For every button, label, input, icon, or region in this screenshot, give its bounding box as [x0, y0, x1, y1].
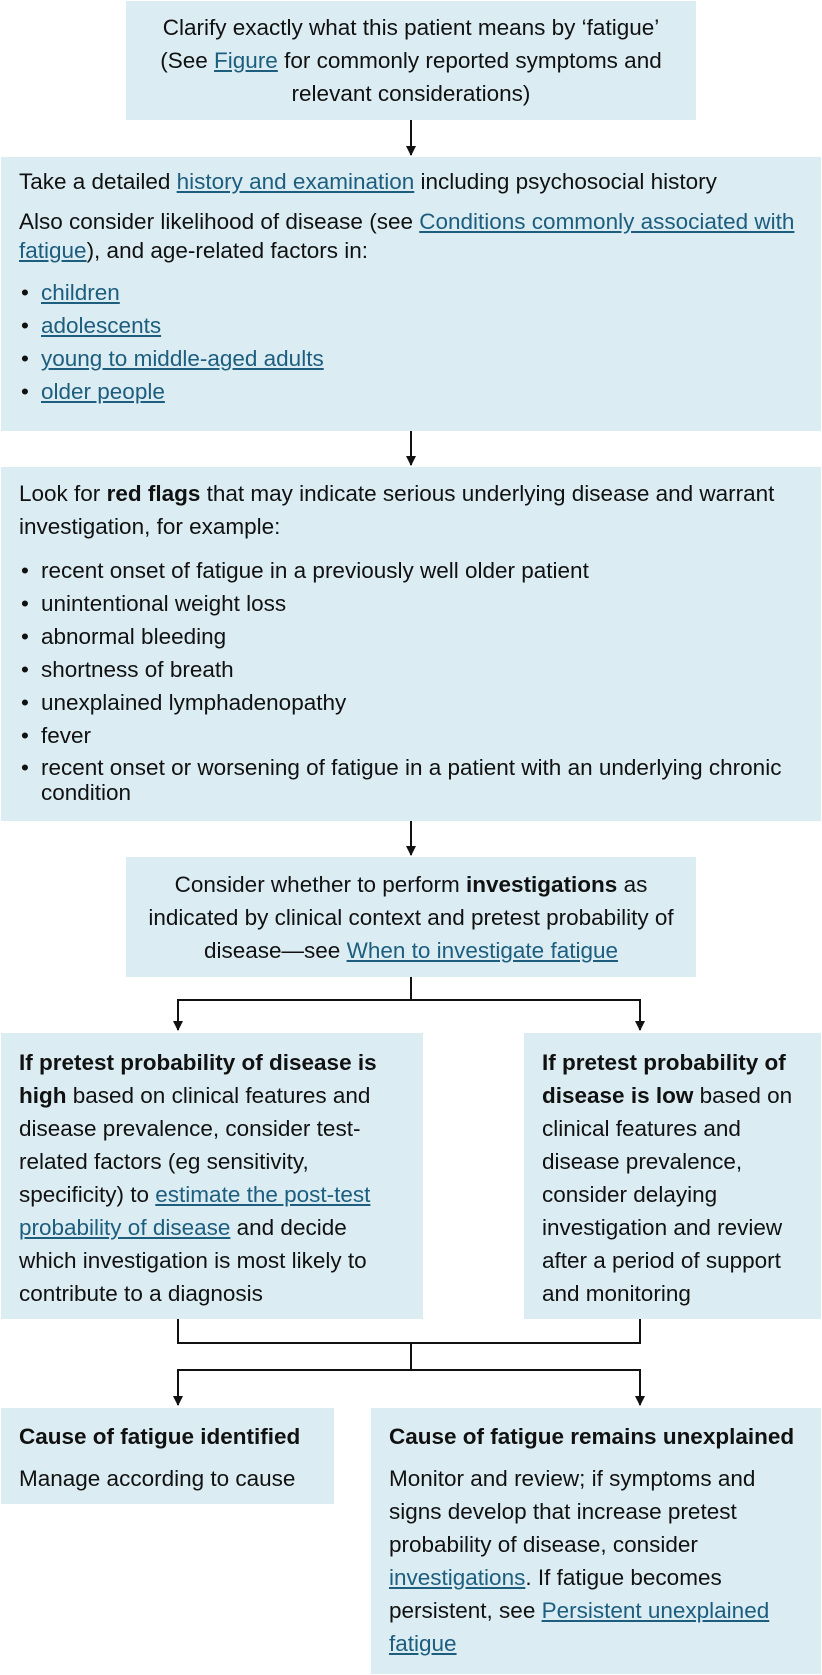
high-probability-post: and decide which investigation is most l… — [19, 1215, 367, 1306]
adults-link[interactable]: young to middle-aged adults — [41, 346, 324, 371]
red-flags-pre: Look for — [19, 481, 107, 506]
cause-unexplained-mid: . If fatigue becomes persistent, see — [389, 1565, 722, 1623]
age-group-list: children adolescents young to middle-age… — [19, 276, 803, 408]
history-paragraph: Take a detailed history and examination … — [19, 165, 803, 198]
when-to-investigate-link[interactable]: When to investigate fatigue — [346, 938, 618, 963]
low-probability-text: If pretest probability of disease is low… — [542, 1046, 805, 1310]
red-flag-list: recent onset of fatigue in a previously … — [19, 554, 803, 805]
investigations-bold: investigations — [466, 872, 618, 897]
cause-identified-title: Cause of fatigue identified — [19, 1420, 316, 1453]
low-probability-box: If pretest probability of disease is low… — [524, 1033, 821, 1319]
investigations-link[interactable]: investigations — [389, 1565, 526, 1590]
conditions-link[interactable]: Conditions commonly associated with fati… — [19, 209, 795, 263]
cause-unexplained-title-text: Cause of fatigue remains unexplained — [389, 1424, 795, 1449]
high-probability-text: If pretest probability of disease is hig… — [19, 1046, 405, 1310]
list-item: recent onset or worsening of fatigue in … — [19, 755, 803, 805]
list-item: shortness of breath — [19, 653, 803, 686]
cause-identified-box: Cause of fatigue identified Manage accor… — [1, 1408, 334, 1504]
likelihood-post: ), and age-related factors in: — [86, 238, 368, 263]
outcome-connector-left — [173, 1343, 412, 1406]
list-item: unintentional weight loss — [19, 587, 803, 620]
merge-connector — [177, 1319, 641, 1344]
list-item: fever — [19, 719, 803, 752]
persistent-unexplained-fatigue-link[interactable]: Persistent unexplained fatigue — [389, 1598, 770, 1656]
list-item: adolescents — [19, 309, 803, 342]
list-item: young to middle-aged adults — [19, 342, 803, 375]
likelihood-pre: Also consider likelihood of disease (see — [19, 209, 420, 234]
cause-unexplained-title: Cause of fatigue remains unexplained — [389, 1420, 807, 1453]
list-item: older people — [19, 375, 803, 408]
adolescents-link[interactable]: adolescents — [41, 313, 162, 338]
cause-unexplained-pre: Monitor and review; if symptoms and sign… — [389, 1466, 756, 1557]
investigations-pre: Consider whether to perform — [174, 872, 467, 897]
low-probability-post: based on clinical features and disease p… — [542, 1083, 793, 1306]
split-connector-right — [411, 999, 645, 1031]
outcome-connector-right — [411, 1369, 645, 1406]
step-history-examination: Take a detailed history and examination … — [1, 157, 821, 431]
history-post: including psychosocial history — [414, 169, 717, 194]
low-probability-bold: If pretest probability of disease is low — [542, 1050, 786, 1108]
step-clarify-note: (See Figure for commonly reported sympto… — [146, 44, 676, 110]
red-flags-bold: red flags — [106, 481, 201, 506]
cause-unexplained-text: Monitor and review; if symptoms and sign… — [389, 1462, 807, 1660]
post-test-probability-link[interactable]: estimate the post-test probability of di… — [19, 1182, 371, 1240]
red-flags-intro: Look for red flags that may indicate ser… — [19, 477, 803, 543]
older-people-link[interactable]: older people — [41, 379, 165, 404]
investigations-mid: as indicated by clinical context and pre… — [148, 872, 674, 963]
step-clarify-note-post: for commonly reported symptoms and relev… — [277, 48, 662, 106]
split-connector — [173, 977, 412, 1031]
red-flags-post: that may indicate serious underlying dis… — [19, 481, 775, 539]
children-link[interactable]: children — [41, 280, 120, 305]
step-consider-investigations: Consider whether to perform investigatio… — [126, 857, 696, 977]
list-item: children — [19, 276, 803, 309]
step-clarify-fatigue: Clarify exactly what this patient means … — [126, 1, 696, 120]
investigations-paragraph: Consider whether to perform investigatio… — [142, 868, 680, 967]
list-item: recent onset of fatigue in a previously … — [19, 554, 803, 587]
cause-unexplained-box: Cause of fatigue remains unexplained Mon… — [371, 1408, 821, 1674]
history-examination-link[interactable]: history and examination — [176, 169, 415, 194]
step-clarify-title: Clarify exactly what this patient means … — [162, 15, 660, 40]
list-item: abnormal bleeding — [19, 620, 803, 653]
step-clarify-note-pre: (See — [160, 48, 215, 73]
cause-identified-title-text: Cause of fatigue identified — [19, 1424, 301, 1449]
list-item: unexplained lymphadenopathy — [19, 686, 803, 719]
history-pre: Take a detailed — [19, 169, 177, 194]
high-probability-mid: based on clinical features and disease p… — [19, 1083, 371, 1207]
likelihood-paragraph: Also consider likelihood of disease (see… — [19, 207, 803, 265]
step-red-flags: Look for red flags that may indicate ser… — [1, 467, 821, 821]
high-probability-box: If pretest probability of disease is hig… — [1, 1033, 423, 1319]
cause-identified-text: Manage according to cause — [19, 1466, 296, 1491]
high-probability-bold: If pretest probability of disease is hig… — [19, 1050, 377, 1108]
figure-link[interactable]: Figure — [214, 48, 278, 73]
